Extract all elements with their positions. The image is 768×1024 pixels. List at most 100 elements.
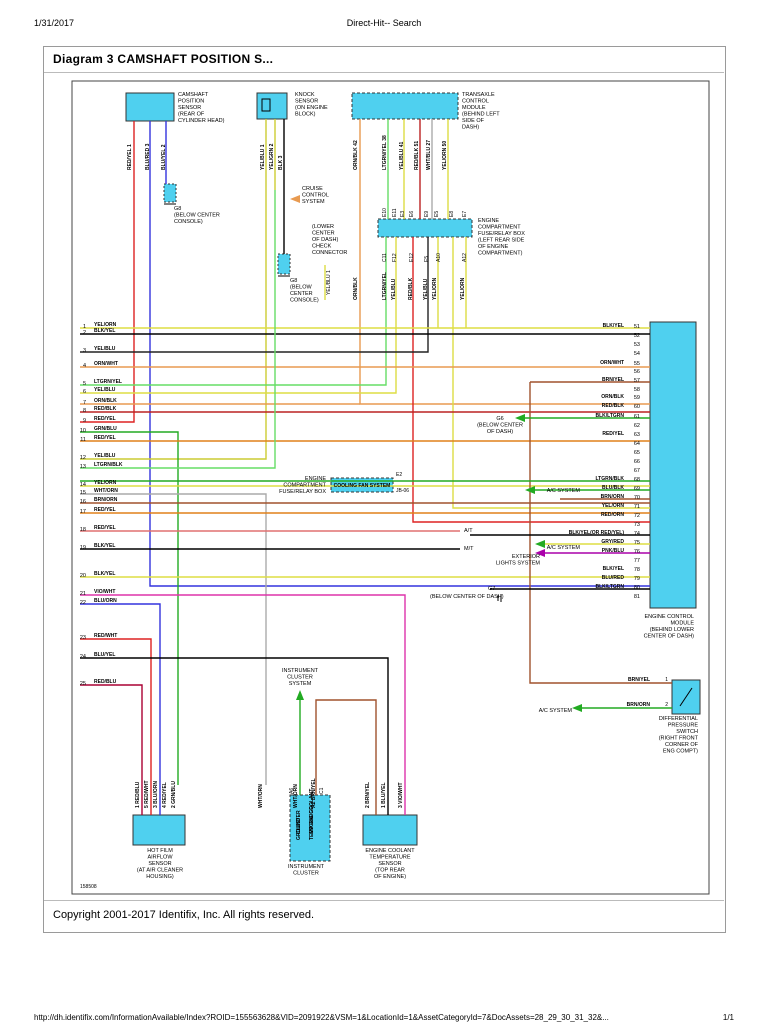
left-pin-wire: RED/YEL — [94, 507, 116, 513]
ecm-pin-number: 75 — [634, 540, 640, 546]
ecm-pin-number: 61 — [634, 414, 640, 420]
left-pin-number: 12 — [80, 455, 86, 461]
left-pin-wire: RED/BLU — [94, 679, 117, 685]
ground-g6-label: G6 — [496, 416, 503, 422]
left-pin-wire: BLU/ORN — [94, 598, 117, 604]
top-wire-label: ORN/BLK 42 — [353, 140, 359, 170]
wire-yel-blu-knock — [80, 119, 267, 460]
ecm-pin-number: 76 — [634, 549, 640, 555]
bottom-wire-label: 3 VIO/WHT — [398, 782, 404, 808]
tcm-label: TRANSAXLE — [462, 92, 495, 98]
bottom-wire-label: 5 RED/WHT — [144, 781, 150, 809]
left-pin-number: 17 — [80, 509, 86, 515]
check-conn-wire: YEL/BLU 1 — [326, 270, 332, 295]
ecm-pin-wire: BLU/BLK — [602, 485, 624, 491]
top-wire-label: WHT/BLU 27 — [426, 140, 432, 170]
ecm-pin-wire: BLK/YEL(OR RED/YEL) — [569, 530, 625, 536]
ect-sensor-label: SENSOR — [378, 861, 401, 867]
camshaft-sensor-label: SENSOR — [178, 105, 201, 111]
left-pin-wire: RED/YEL — [94, 416, 116, 422]
left-pin-wire: BLU/YEL — [94, 652, 115, 658]
bottom-wire-label: 3 BLU/ORN — [153, 781, 159, 808]
left-pin-number: 10 — [80, 428, 86, 434]
left-pin-number: 14 — [80, 482, 86, 488]
ground-g8b-label: CENTER — [290, 291, 313, 297]
left-pin-wire: GRN/BLU — [94, 426, 117, 432]
cluster-pin-c1: C1 — [319, 787, 325, 794]
ground-g7-label: G7 — [488, 586, 495, 592]
mid-wire-label: YEL/ORN — [432, 277, 438, 300]
diagram-title: Diagram 3 CAMSHAFT POSITION S... — [53, 52, 274, 66]
fuse-pin-top: E3 — [400, 211, 406, 217]
fuse-pin-top: E10 — [382, 208, 388, 217]
ecm-label: (BEHIND LOWER — [650, 627, 694, 633]
camshaft-sensor-label: CAMSHAFT — [178, 92, 209, 98]
diff-switch-label: DIFFERENTIAL — [659, 716, 698, 722]
left-pin-wire: WHT/ORN — [94, 488, 118, 494]
fuse-pin-top: E11 — [392, 208, 398, 217]
diagram-border — [71, 80, 710, 895]
arrowhead-cruise — [290, 195, 300, 203]
left-pin-wire: LTGRN/YEL — [94, 379, 122, 385]
cooling-fan-label: COOLING FAN SYSTEM — [334, 483, 391, 489]
ecm-pin-number: 69 — [634, 486, 640, 492]
diff-wire-2: BRN/ORN — [627, 702, 651, 708]
ecm-pin-wire: RED/YEL — [602, 431, 624, 437]
ecm-pin-number: 60 — [634, 404, 640, 410]
hot-film-label: HOT FILM — [147, 848, 173, 854]
ecm-pin-number: 68 — [634, 477, 640, 483]
ecm-pin-number: 58 — [634, 387, 640, 393]
diagram-frame — [43, 46, 726, 933]
print-title: Direct-Hit-- Search — [346, 18, 422, 28]
ecm-pin-number: 54 — [634, 351, 640, 357]
ecm-pin-wire: BRN/ORN — [601, 494, 625, 500]
camshaft-sensor-label: (REAR OF — [178, 112, 205, 118]
instrument-cluster-label: CLUSTER — [293, 871, 319, 877]
footer-url[interactable]: http://dh.identifix.com/InformationAvail… — [34, 1013, 609, 1022]
ac-system-label-3: A/C SYSTEM — [539, 708, 573, 714]
wire-ltgrn-yel-5 — [80, 237, 387, 386]
ecm-pin-wire: BRN/YEL — [602, 377, 624, 383]
wire-yel-blu-6 — [80, 237, 397, 394]
knock-sensor-label: BLOCK) — [295, 112, 316, 118]
ground-g6-label: (BELOW CENTER — [477, 423, 523, 429]
ecm-pin-number: 72 — [634, 513, 640, 519]
wire-grn-blu-10 — [80, 431, 179, 785]
cruise-label: CONTROL — [302, 193, 329, 199]
wire-blu-orn-22 — [80, 603, 161, 815]
left-pin-number: 16 — [80, 499, 86, 505]
title-divider — [44, 72, 724, 73]
fuse-pin-bottom: E12 — [409, 253, 415, 262]
left-pin-wire: RED/WHT — [94, 633, 117, 639]
fuse-box-label: COMPARTMENT — [478, 225, 521, 231]
fuse-box2-label: ENGINE — [305, 476, 326, 482]
ecm-pin-wire: BLK/YEL — [603, 566, 624, 572]
check-connector-label: CONNECTOR — [312, 250, 347, 256]
ecm-pin-wire: PNK/BLU — [602, 548, 625, 554]
left-pin-number: 25 — [80, 681, 86, 687]
ecm-pin-wire: ORN/BLK — [601, 394, 624, 400]
check-connector-label: CHECK — [312, 244, 332, 250]
top-wire-label: RED/BLK 51 — [414, 141, 420, 170]
top-wire-label: BLK 3 — [278, 155, 284, 170]
ecm-pin-number: 57 — [634, 378, 640, 384]
left-pin-number: 4 — [83, 363, 86, 369]
fuse-pin-top: E5 — [434, 211, 440, 217]
ground-g8b-label: G8 — [290, 278, 297, 284]
hot-film-label: (AT AIR CLEANER — [137, 868, 183, 874]
fuse-relay-box — [377, 218, 473, 238]
check-connector-label: (LOWER — [312, 224, 334, 230]
bottom-wire-label: 4 RED/YEL — [162, 782, 168, 808]
ecm-pin-number: 59 — [634, 395, 640, 401]
top-wire-label: RED/YEL 1 — [127, 144, 133, 170]
exterior-lights-label: EXTERIOR — [512, 554, 540, 560]
left-pin-number: 20 — [80, 573, 86, 579]
diff-switch-label: CORNER OF — [665, 742, 699, 748]
left-pin-number: 15 — [80, 490, 86, 496]
fuse-box-label: ENGINE — [478, 218, 499, 224]
diff-pin-1: 1 — [665, 677, 668, 683]
ground-g8b-label: CONSOLE) — [290, 298, 319, 304]
switch-contact — [679, 687, 693, 707]
camshaft-sensor-label: CYLINDER HEAD) — [178, 118, 225, 124]
